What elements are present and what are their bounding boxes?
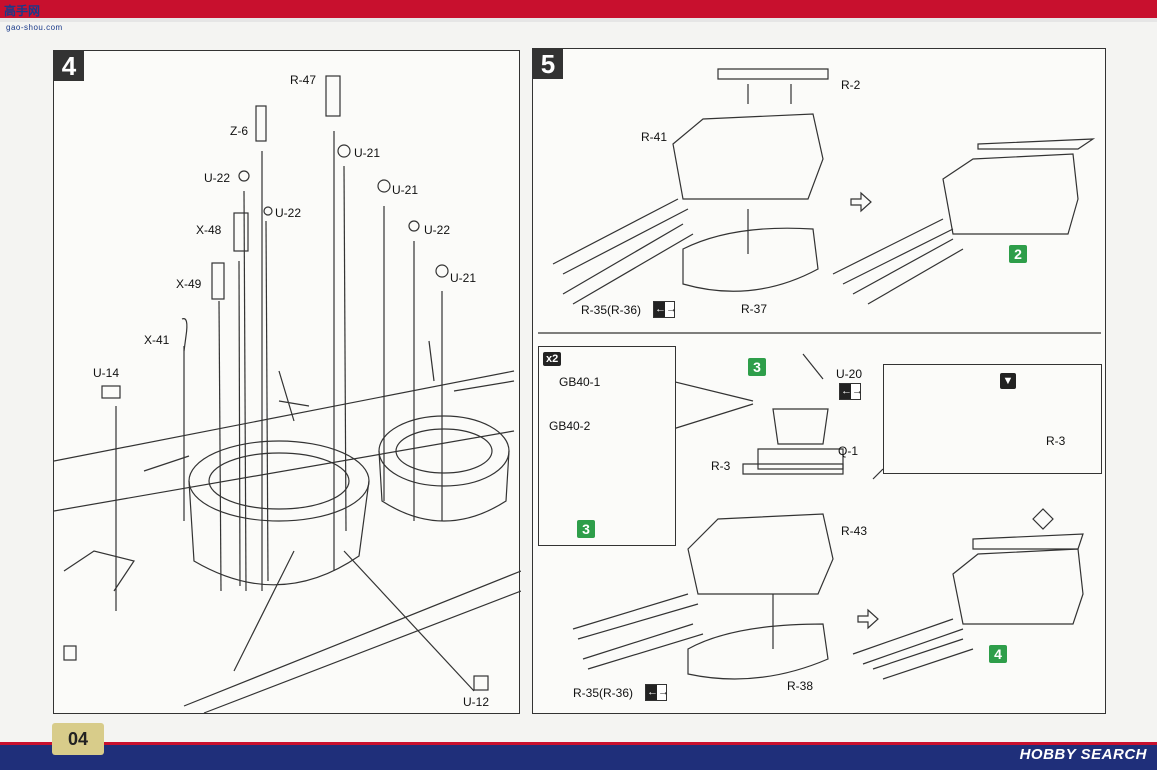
arrow-left-icon: ← [655, 303, 666, 315]
option-icon-dark [840, 384, 851, 399]
part-label: X-48 [196, 223, 222, 237]
site-logo: 高手网 [4, 4, 41, 18]
multiplier-badge: x2 [543, 352, 562, 366]
subassembly-badge: 4 [989, 645, 1007, 663]
part-label: R-38 [787, 679, 814, 693]
arrow-right-icon: → [852, 385, 863, 397]
step-number: 4 [54, 51, 84, 81]
subassembly-inset: x2 GB40-1 GB40-2 3 [538, 346, 676, 546]
part-label: U-12 [463, 695, 490, 709]
option-icon-dark [654, 302, 665, 317]
option-icon: ← → [653, 301, 677, 318]
subassembly-badge: 3 [577, 520, 595, 538]
page-number: 04 [52, 723, 104, 755]
top-banner-shadow [0, 18, 1157, 22]
subassembly-badge: 2 [1009, 245, 1027, 263]
step-number: 5 [533, 49, 563, 79]
option-icon-dark [646, 685, 657, 700]
part-label: U-22 [204, 171, 231, 185]
arrow-right-icon: → [666, 303, 677, 315]
step-5-panel: 5 R-2 R-41 R-35(R-36) ← → R-37 2 x2 GB40… [532, 48, 1106, 714]
arrow-right-icon: → [658, 686, 669, 698]
option-icon: ← → [839, 383, 863, 400]
part-label: U-22 [424, 223, 451, 237]
part-label: GB40-1 [559, 375, 601, 389]
top-banner [0, 0, 1157, 18]
option-icon: ← → [645, 684, 669, 701]
part-label: Z-6 [230, 124, 248, 138]
part-label: U-21 [450, 271, 477, 285]
part-label: Q-1 [838, 444, 859, 458]
part-label: R-41 [641, 130, 668, 144]
part-label: R-47 [290, 73, 317, 87]
step-5-drawing [538, 68, 1101, 680]
site-logo-url: gao-shou.com [6, 23, 63, 32]
arrow-left-icon: ← [647, 686, 658, 698]
part-label: X-49 [176, 277, 202, 291]
bottom-banner [0, 745, 1157, 770]
part-label: R-43 [841, 524, 868, 538]
part-label: R-35(R-36) [573, 686, 634, 700]
watermark: HOBBY SEARCH [1019, 746, 1147, 763]
arrow-left-icon: ← [841, 385, 852, 397]
part-label: U-14 [93, 366, 120, 380]
part-label: R-3 [711, 459, 731, 473]
part-label: U-20 [836, 367, 863, 381]
step-4-panel: 4 R-47 Z-6 U-21 U-22 U-22 U-21 X-48 U-22… [53, 50, 521, 714]
part-label: R-2 [841, 78, 861, 92]
part-label: R-3 [1046, 434, 1066, 448]
part-label: U-21 [392, 183, 419, 197]
part-label: X-41 [144, 333, 170, 347]
part-label: R-37 [741, 302, 768, 316]
part-label: U-21 [354, 146, 381, 160]
detail-inset: ▼ R-3 [883, 364, 1102, 474]
subassembly-badge: 3 [748, 358, 766, 376]
drill-hole-icon: ▼ [1000, 373, 1016, 389]
part-label: GB40-2 [549, 419, 591, 433]
part-label: U-22 [275, 206, 302, 220]
bottom-banner-stripe [0, 742, 1157, 745]
step-4-drawing [54, 75, 521, 714]
part-label: R-35(R-36) [581, 303, 642, 317]
